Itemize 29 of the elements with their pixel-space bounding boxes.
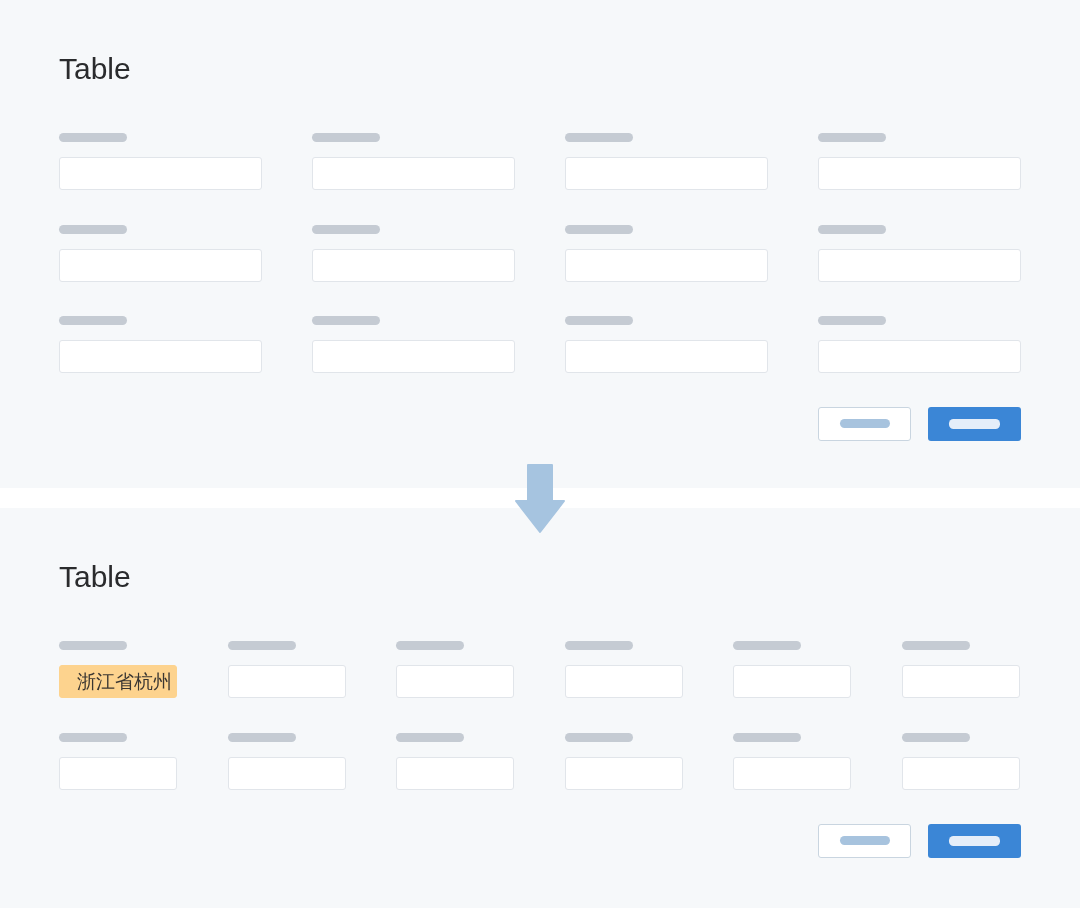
heading: Table	[59, 54, 131, 84]
heading: Table	[59, 562, 131, 592]
input-field	[59, 157, 262, 190]
arrow	[515, 464, 565, 533]
input-field	[565, 340, 768, 373]
input-field: 浙江省杭州	[59, 665, 177, 698]
input-field	[228, 757, 346, 790]
input-field	[228, 665, 346, 698]
input-field	[59, 340, 262, 373]
input-field	[902, 757, 1020, 790]
input-field	[733, 665, 851, 698]
input-field	[565, 665, 683, 698]
input-field	[565, 157, 768, 190]
input-field	[902, 665, 1020, 698]
input-field	[818, 157, 1021, 190]
input-field	[312, 157, 515, 190]
input-field	[733, 757, 851, 790]
input-field	[818, 249, 1021, 282]
input-field	[565, 757, 683, 790]
input-field	[818, 340, 1021, 373]
input-field	[396, 757, 514, 790]
input-field	[312, 249, 515, 282]
input-field	[396, 665, 514, 698]
panel	[0, 0, 1080, 488]
input-field	[59, 249, 262, 282]
input-field	[565, 249, 768, 282]
panel	[0, 508, 1080, 908]
input-field	[59, 757, 177, 790]
input-field	[312, 340, 515, 373]
